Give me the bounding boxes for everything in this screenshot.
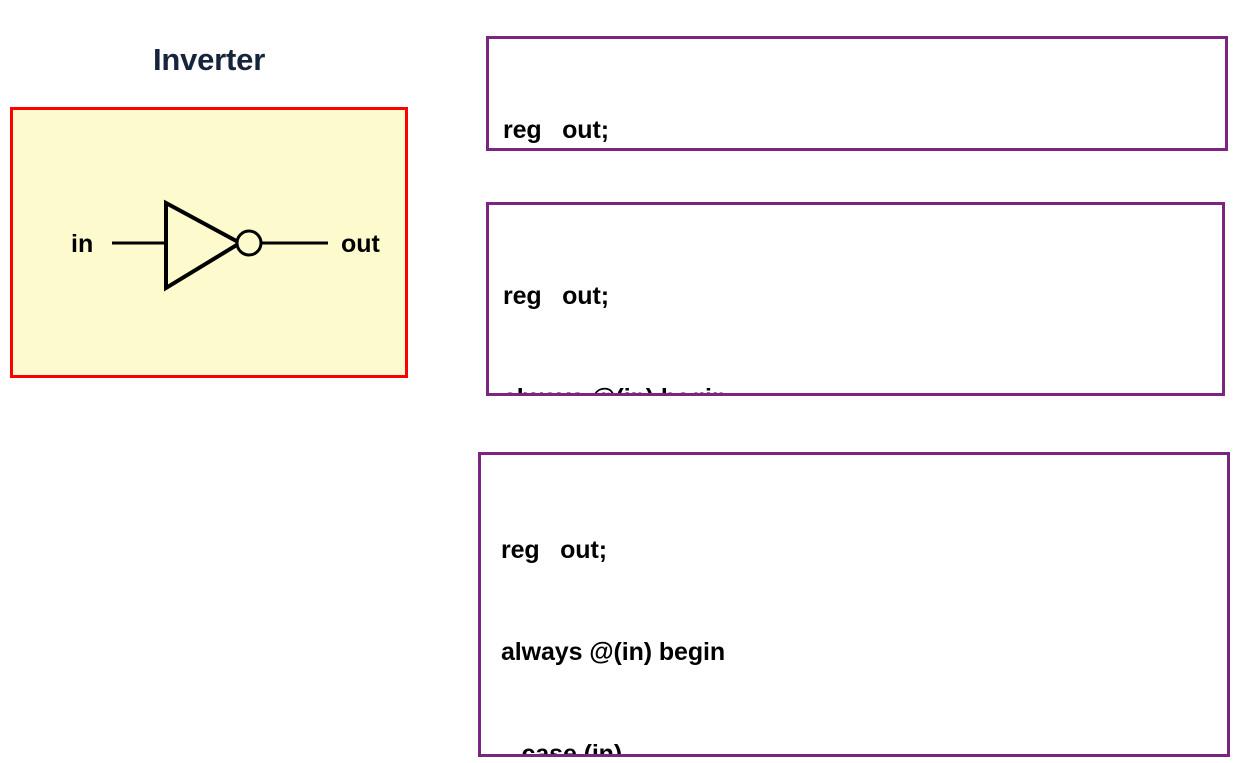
output-label: out — [341, 230, 381, 258]
code-line: reg out; — [503, 282, 609, 310]
page-title: Inverter — [152, 42, 266, 77]
inverter-triangle — [164, 199, 245, 292]
inverter-panel: Inverter in out — [0, 0, 462, 763]
input-label: in — [71, 230, 93, 258]
inverter-gate-symbol: in out — [71, 199, 381, 292]
code-box-if-else: reg out; always @(in) begin if (in) out … — [486, 202, 1225, 396]
code-line: case (in) — [501, 740, 623, 757]
code-box-continuous-assign: reg out; always @(in) out = ~in; — [486, 36, 1228, 151]
code-line: always @(in) begin — [501, 638, 726, 666]
code-line: reg out; — [503, 116, 609, 144]
code-listing: reg out; always @(in) out = ~in; — [503, 45, 1221, 148]
code-line: always @(in) begin — [503, 381, 1218, 393]
code-line: reg out; — [501, 536, 607, 564]
code-listing: reg out; always @(in) begin case (in) 0 … — [501, 465, 1223, 757]
code-box-case-statement: reg out; always @(in) begin case (in) 0 … — [478, 452, 1230, 757]
code-listing: reg out; always @(in) begin if (in) out … — [503, 211, 1218, 393]
inverter-diagram-box: in out — [10, 107, 408, 378]
